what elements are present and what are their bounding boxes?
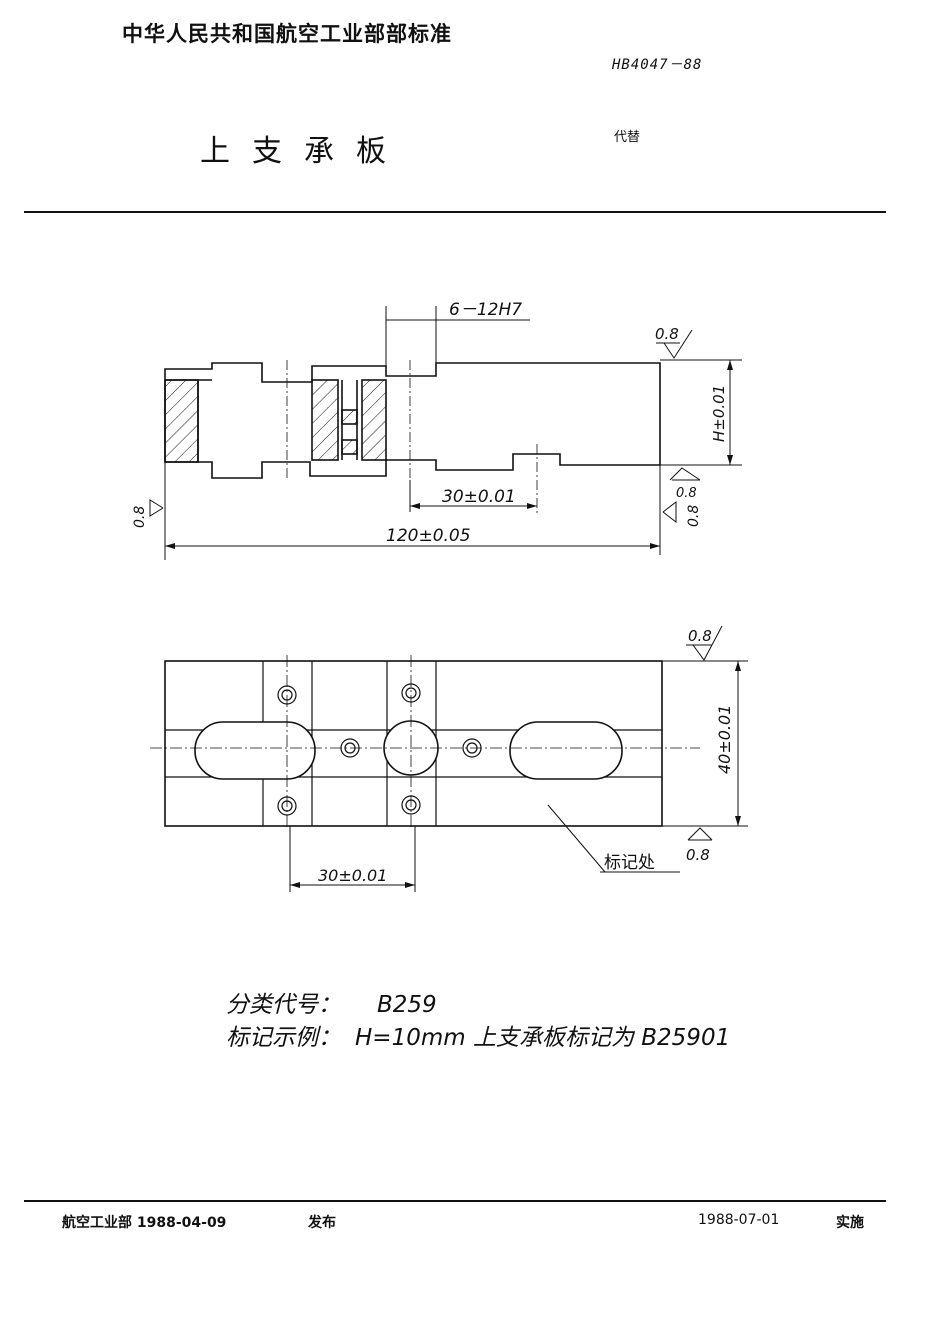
length-dimension: 120±0.05 — [386, 526, 471, 546]
left-slot — [194, 721, 316, 780]
roughness-left-label: 0.8 — [132, 506, 148, 528]
roughness-top-label: 0.8 — [655, 325, 679, 343]
replaces-label: 代替 — [614, 130, 641, 145]
marking-example-value: H=10mm 上支承板标记为 B25901 — [355, 1025, 731, 1051]
effective-word: 实施 — [836, 1215, 864, 1231]
roughness-bottom-label: 0.8 — [676, 486, 697, 501]
section-view — [149, 306, 742, 560]
plan-roughness-bottom-label: 0.8 — [686, 846, 710, 864]
classification-line: 分类代号： B259 — [226, 985, 437, 1019]
spacing-dimension: 30±0.01 — [318, 866, 387, 885]
effective-date: 1988-07-01 — [698, 1212, 780, 1228]
standard-organization: 中华人民共和国航空工业部部标准 — [122, 22, 452, 46]
pin-hole — [277, 683, 482, 816]
marking-location-label: 标记处 — [604, 853, 655, 873]
roughness-right-label: 0.8 — [686, 505, 702, 527]
header-rule — [24, 211, 886, 213]
classification-value: B259 — [377, 992, 437, 1018]
issuer-date: 航空工业部 1988-04-09 — [62, 1215, 227, 1231]
plan-roughness-top-label: 0.8 — [688, 627, 712, 645]
marking-example-line: 标记示例： H=10mm 上支承板标记为 B25901 — [226, 1018, 730, 1052]
height-dimension: H±0.01 — [710, 385, 728, 442]
marking-example-label: 标记示例： — [226, 1025, 341, 1051]
document-title: 上支承板 — [200, 134, 408, 169]
plan-view-outline — [164, 660, 663, 827]
classification-label: 分类代号： — [226, 992, 341, 1018]
left-hatched-insert — [164, 379, 199, 463]
hole-dimension: 6－12H7 — [449, 300, 522, 320]
center-dimension: 30±0.01 — [442, 487, 516, 507]
plan-view — [150, 625, 748, 892]
standard-code: HB4047－88 — [612, 57, 703, 73]
center-hatched-insert-right — [361, 379, 387, 461]
center-hatched-insert-left — [311, 379, 339, 461]
issue-word: 发布 — [308, 1215, 336, 1231]
right-slot — [509, 721, 623, 780]
section-view-outline — [164, 362, 661, 479]
width-dimension: 40±0.01 — [715, 705, 734, 774]
footer-rule — [24, 1200, 886, 1202]
